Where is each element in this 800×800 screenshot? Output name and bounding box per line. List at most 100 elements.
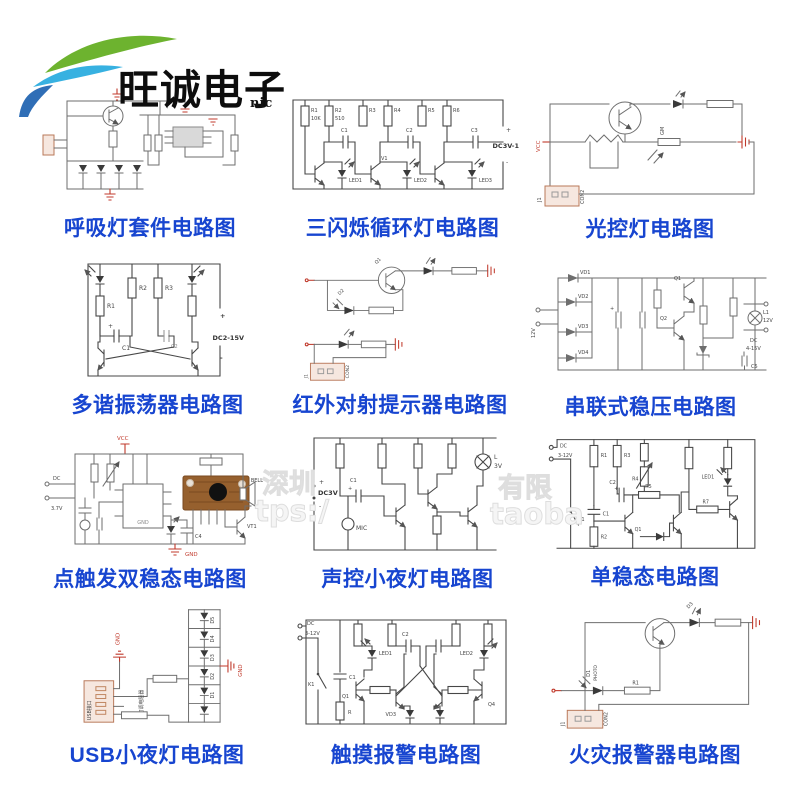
flipflop-cross bbox=[395, 653, 443, 709]
component-label: DC bbox=[307, 621, 315, 627]
speaker-symbol: BELL bbox=[239, 453, 263, 507]
component-label: DC3V-1 bbox=[493, 142, 520, 150]
led-ladder: D5 D4 D3 D2 D1 bbox=[188, 609, 221, 723]
lamp-symbol: L1 12V bbox=[747, 277, 773, 371]
caption-touch-alarm: 触摸报警电路图 bbox=[330, 744, 482, 767]
component-label: R7 bbox=[703, 500, 709, 506]
component-label: + bbox=[319, 479, 324, 486]
component-label: GM bbox=[660, 127, 666, 135]
ic-chip bbox=[164, 126, 212, 148]
component-label: VT1 bbox=[247, 524, 257, 530]
component-label: VCC bbox=[536, 140, 542, 152]
rectifier-diodes: VD1 VD2 VD3 VD4 bbox=[557, 270, 593, 363]
component-label: L1 bbox=[763, 310, 769, 316]
component-label: GND bbox=[185, 552, 198, 558]
component-label: 3-12V bbox=[558, 453, 573, 459]
transistor-symbol bbox=[672, 491, 690, 549]
transistor-symbol: Q2 bbox=[660, 315, 684, 371]
caption-usb-light: USB小夜灯电路图 bbox=[69, 744, 245, 767]
component-label: VD4 bbox=[578, 350, 588, 356]
component-label: 可调电阻器 bbox=[138, 690, 145, 715]
component-label: DC bbox=[560, 443, 568, 449]
caption-ir-beam: 红外对射提示器电路图 bbox=[292, 394, 508, 417]
component-label: GND bbox=[116, 633, 122, 645]
led-symbol bbox=[166, 516, 179, 545]
component-label: C1 bbox=[603, 511, 609, 517]
component-label: VD3 bbox=[578, 324, 588, 330]
component-label: LED1 bbox=[702, 474, 715, 480]
usb-connector: USB接口 bbox=[83, 680, 115, 723]
component-label: LED1 bbox=[349, 178, 362, 184]
component-label: DC3V bbox=[318, 489, 338, 497]
component-label: D3 bbox=[686, 601, 695, 610]
sound-light-schematic: + DC3V - L 3V C1 + MIC bbox=[312, 437, 503, 551]
component-label: D2 bbox=[210, 673, 216, 680]
three-flash-schematic: + DC3V-1 - R1 10K R2 510 R3 R4 R5 R6 bbox=[292, 99, 520, 207]
caption-monostable: 单稳态电路图 bbox=[590, 566, 720, 589]
component-label: C3 bbox=[471, 128, 478, 134]
ic-chip: GND bbox=[114, 453, 172, 529]
led-symbol bbox=[423, 258, 434, 276]
switch-symbol bbox=[317, 673, 327, 725]
component-label: R5 bbox=[428, 108, 435, 114]
component-label: 12V bbox=[531, 328, 537, 338]
component-label: 12V bbox=[763, 318, 773, 324]
photodiode-symbol: D1 PHOTO bbox=[578, 665, 604, 696]
transistor-symbol bbox=[436, 485, 484, 551]
light-control-schematic: VCC GM CON2 J1 bbox=[536, 90, 755, 207]
brand-subtext: nic bbox=[250, 96, 273, 111]
circuit-fire-alarm: D3 D1 PHOTO R1 CON2 J1 bbox=[540, 596, 770, 769]
component-label: LED2 bbox=[460, 651, 473, 657]
monostable-schematic: DC 3-12V R1 R3 R4 C2 + R5 C1 K1 R2 bbox=[548, 439, 756, 549]
component-label: VD1 bbox=[580, 270, 590, 276]
component-label: CON2 bbox=[345, 365, 351, 379]
component-label: D4 bbox=[210, 635, 216, 642]
led-symbol: D3 bbox=[686, 601, 701, 628]
transistor-symbol: Q4 bbox=[474, 678, 495, 725]
component-label: DC bbox=[750, 338, 758, 344]
usb-light-schematic: USB接口 GND 可调电阻器 D5 D4 D3 D2 D1 bbox=[83, 609, 244, 723]
component-label: D1 bbox=[210, 692, 216, 699]
component-label: C4 bbox=[195, 534, 202, 540]
component-label: DC bbox=[53, 476, 61, 482]
component-label: + bbox=[614, 486, 618, 492]
component-label: R3 bbox=[624, 453, 630, 459]
component-label: R4 bbox=[632, 476, 638, 482]
component-label: - bbox=[506, 159, 508, 166]
component-label: D5 bbox=[210, 617, 216, 624]
component-label: VD2 bbox=[578, 294, 588, 300]
component-label: L bbox=[494, 454, 498, 461]
component-label: R1 bbox=[311, 108, 318, 114]
led-symbol bbox=[187, 263, 204, 297]
led-symbol bbox=[85, 263, 105, 297]
circuit-touch-alarm: DC 3-12V K1 C1 R LED1 Q1 bbox=[292, 610, 520, 769]
component-label: R1 bbox=[601, 453, 607, 459]
transistor-symbol bbox=[608, 101, 642, 134]
circuit-ir-beam: Q1 D2 bbox=[288, 252, 512, 419]
component-label: R2 bbox=[139, 285, 147, 292]
circuit-series-regulator: 12V VD1 VD2 VD3 VD4 + Q1 bbox=[528, 268, 773, 421]
component-label: Q1 bbox=[342, 694, 349, 700]
transistor-symbol: Q1 bbox=[593, 494, 642, 549]
brand-name: 旺诚电子 bbox=[118, 66, 286, 114]
component-label: Q1 bbox=[373, 257, 382, 266]
component-label: R2 bbox=[601, 535, 607, 541]
component-label: C2 bbox=[402, 632, 409, 638]
component-label: C2 bbox=[609, 480, 615, 486]
multivibrator-schematic: + DC2-15V - R1 + C1 R2 R3 C2 bbox=[70, 263, 244, 377]
series-regulator-schematic: 12V VD1 VD2 VD3 VD4 + Q1 bbox=[531, 270, 773, 371]
touch-alarm-schematic: DC 3-12V K1 C1 R LED1 Q1 bbox=[297, 619, 507, 725]
component-label: Q4 bbox=[488, 702, 495, 708]
transistor-symbol: Q1 bbox=[674, 276, 694, 317]
component-label: 4-15V bbox=[746, 346, 761, 352]
led-symbol: LED1 bbox=[702, 468, 738, 497]
component-label: PHOTO bbox=[593, 665, 599, 681]
circuit-sound-light: + DC3V - L 3V C1 + MIC bbox=[300, 428, 515, 593]
pot-symbol bbox=[152, 674, 178, 683]
component-label: + bbox=[220, 312, 225, 320]
component-label: + bbox=[506, 127, 511, 134]
resistor-bank bbox=[300, 99, 452, 127]
caption-light-control: 光控灯电路图 bbox=[585, 218, 715, 241]
component-label: 3V bbox=[494, 463, 503, 470]
